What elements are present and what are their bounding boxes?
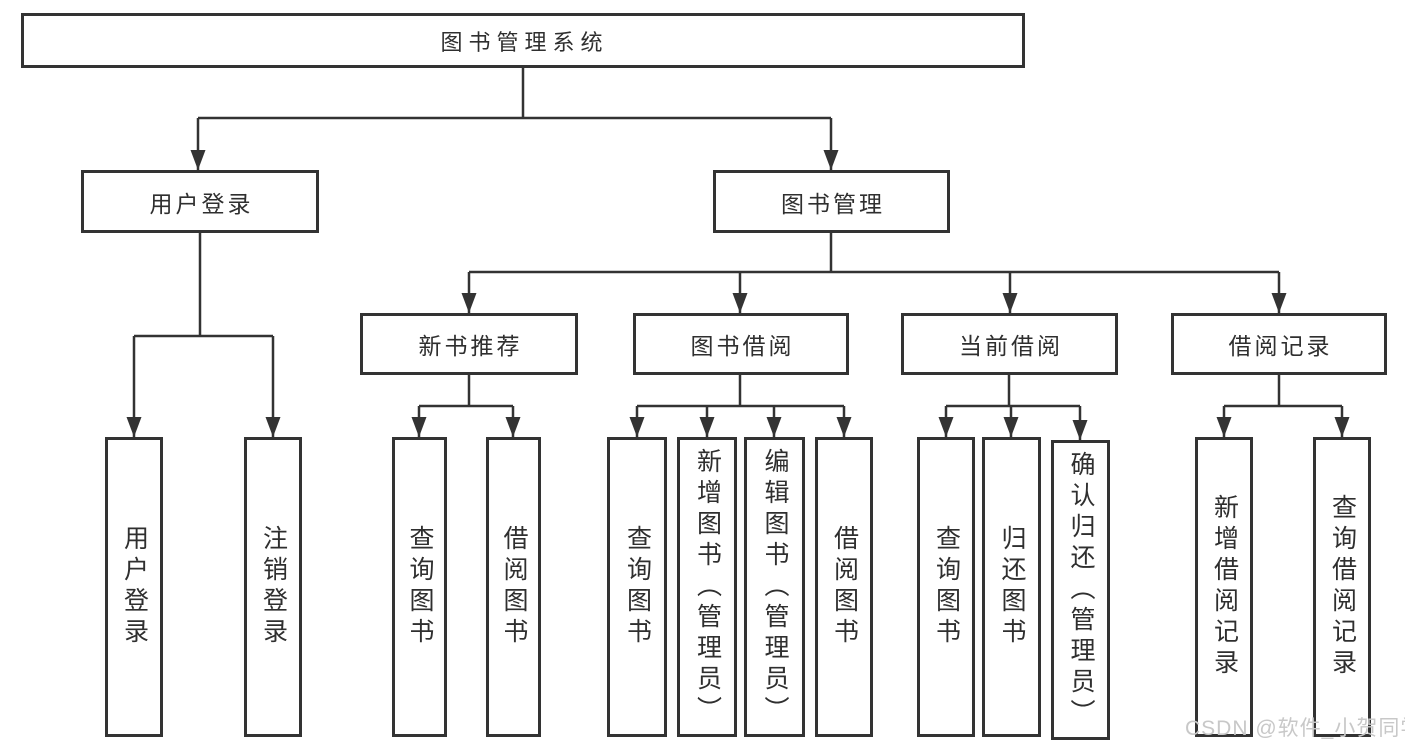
leaf-borrow-books-2: 借阅图书 (815, 437, 873, 737)
csdn-watermark: CSDN @软件_小贺同学 (1185, 717, 1405, 740)
node-user-login: 用户登录 (81, 170, 319, 233)
leaf-confirm-return-admin: 确认归还（管理员） (1051, 440, 1110, 740)
node-current-borrowing: 当前借阅 (901, 313, 1118, 375)
leaf-logout: 注销登录 (244, 437, 302, 737)
node-new-book-recommend: 新书推荐 (360, 313, 578, 375)
leaf-edit-books-admin: 编辑图书（管理员） (744, 437, 805, 737)
leaf-borrow-books-1: 借阅图书 (486, 437, 541, 737)
leaf-add-books-admin: 新增图书（管理员） (677, 437, 737, 737)
leaf-query-books-3: 查询图书 (917, 437, 975, 737)
leaf-user-login: 用户登录 (105, 437, 163, 737)
node-borrowing-records: 借阅记录 (1171, 313, 1387, 375)
leaf-query-books-1: 查询图书 (392, 437, 447, 737)
leaf-return-books: 归还图书 (982, 437, 1041, 737)
node-book-borrowing: 图书借阅 (633, 313, 849, 375)
leaf-query-books-2: 查询图书 (607, 437, 667, 737)
node-root-system: 图书管理系统 (21, 13, 1025, 68)
node-book-management: 图书管理 (713, 170, 950, 233)
leaf-query-borrow-record: 查询借阅记录 (1313, 437, 1371, 737)
leaf-add-borrow-record: 新增借阅记录 (1195, 437, 1253, 737)
